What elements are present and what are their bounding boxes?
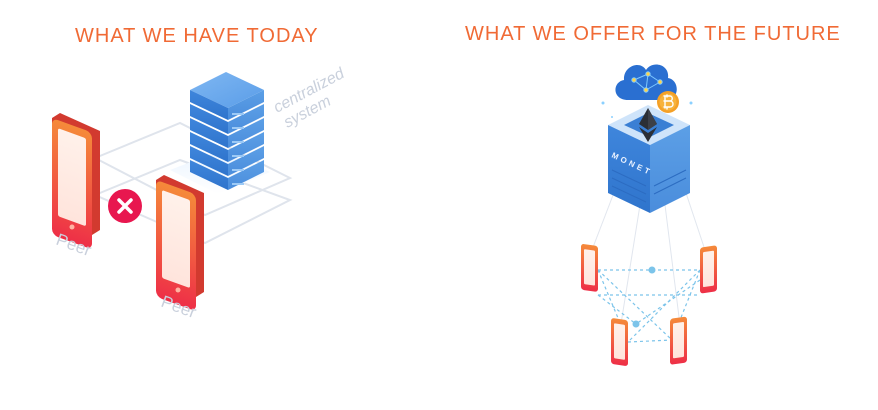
blocked-x-icon [108,189,142,223]
cloud-network-icon [601,64,693,118]
bitcoin-icon [657,91,679,113]
server-stack-icon [190,72,264,190]
mesh-phone-2 [700,245,717,294]
mesh-phone-1 [581,244,598,292]
centralized-system-label: centralized system [271,65,348,132]
heading-future: WHAT WE OFFER FOR THE FUTURE [465,23,841,45]
box-connector-lines [589,189,706,331]
mesh-nodes [632,266,656,328]
peer-mesh [597,269,701,343]
heading-today: WHAT WE HAVE TODAY [75,25,319,47]
left-diagram: centralized system Peer Peer [52,65,348,322]
mesh-phone-3 [611,318,628,366]
peer-phone-2 [156,175,204,310]
peer-phone-1 [52,113,100,248]
ethereum-icon [639,108,657,142]
right-diagram: MONET [581,64,717,366]
mesh-phone-4 [670,316,687,365]
